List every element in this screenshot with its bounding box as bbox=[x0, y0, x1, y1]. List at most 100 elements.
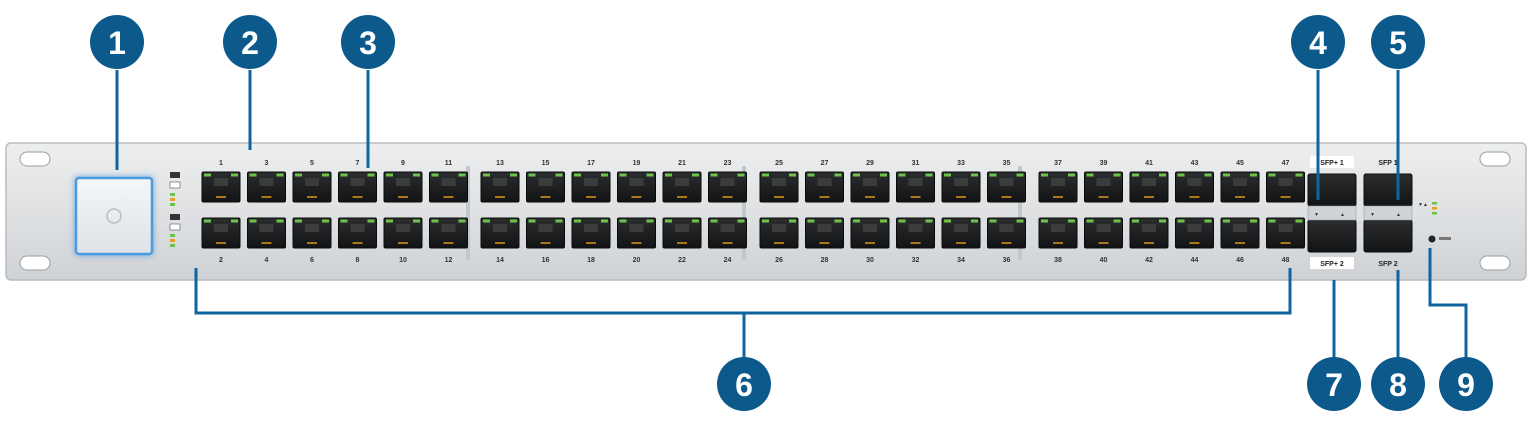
port-number-13: 13 bbox=[496, 160, 504, 167]
rj45-port-5 bbox=[292, 171, 332, 203]
rj45-port-40 bbox=[1084, 217, 1123, 249]
rj45-port-31 bbox=[896, 171, 935, 203]
sfp-1-label: SFP 1 bbox=[1378, 160, 1397, 167]
rj45-port-23 bbox=[708, 171, 747, 203]
port-number-6: 6 bbox=[310, 257, 314, 264]
port-number-30: 30 bbox=[866, 257, 874, 264]
rj45-port-13 bbox=[480, 171, 520, 203]
rj45-port-34 bbox=[941, 217, 981, 249]
rj45-port-19 bbox=[617, 171, 656, 203]
callout-9-number: 9 bbox=[1457, 367, 1475, 403]
rj45-port-20 bbox=[617, 217, 656, 249]
led-legend-right: ▼▲ bbox=[1418, 202, 1437, 215]
leader-9 bbox=[1428, 248, 1468, 360]
rj45-port-44 bbox=[1175, 217, 1214, 249]
callout-7-number: 7 bbox=[1325, 367, 1343, 403]
led-legend-left bbox=[169, 172, 181, 247]
callout-7: 7 bbox=[1307, 357, 1361, 411]
rj45-port-42 bbox=[1129, 217, 1169, 249]
port-number-1: 1 bbox=[219, 160, 223, 167]
rj45-port-45 bbox=[1220, 171, 1260, 203]
port-number-42: 42 bbox=[1145, 257, 1153, 264]
port-number-33: 33 bbox=[957, 160, 965, 167]
port-number-3: 3 bbox=[265, 160, 269, 167]
rj45-port-12 bbox=[429, 217, 468, 249]
rj45-port-2 bbox=[201, 217, 241, 249]
rj45-port-14 bbox=[480, 217, 520, 249]
rj45-port-1 bbox=[201, 171, 241, 203]
port-number-27: 27 bbox=[821, 160, 829, 167]
rj45-port-21 bbox=[662, 171, 702, 203]
port-number-38: 38 bbox=[1054, 257, 1062, 264]
rj45-port-38 bbox=[1038, 217, 1078, 249]
rj45-port-43 bbox=[1175, 171, 1214, 203]
port-number-46: 46 bbox=[1236, 257, 1244, 264]
port-number-45: 45 bbox=[1236, 160, 1244, 167]
switch-panel bbox=[5, 142, 1527, 281]
sfp-led-up-arrow-icon: ▲ bbox=[1340, 212, 1345, 218]
port-number-37: 37 bbox=[1054, 160, 1062, 167]
rj45-port-47 bbox=[1266, 171, 1305, 203]
port-number-12: 12 bbox=[445, 257, 453, 264]
port-number-21: 21 bbox=[678, 160, 686, 167]
rj45-port-17 bbox=[571, 171, 611, 203]
mount-hole-bottom-right bbox=[1479, 255, 1511, 271]
port-number-40: 40 bbox=[1100, 257, 1108, 264]
port-number-5: 5 bbox=[310, 160, 314, 167]
callout-8: 8 bbox=[1371, 357, 1425, 411]
callout-6-number: 6 bbox=[735, 367, 753, 403]
rj45-port-10 bbox=[383, 217, 423, 249]
ubiquiti-logo-icon bbox=[106, 208, 122, 224]
rj45-port-36 bbox=[987, 217, 1026, 249]
rj45-port-29 bbox=[850, 171, 890, 203]
port-number-20: 20 bbox=[633, 257, 641, 264]
rj45-port-22 bbox=[662, 217, 702, 249]
port-number-23: 23 bbox=[724, 160, 732, 167]
sfp-port-2 bbox=[1363, 219, 1413, 253]
logo-button bbox=[74, 176, 154, 256]
rj45-port-8 bbox=[338, 217, 377, 249]
callout-2-number: 2 bbox=[241, 25, 259, 61]
mount-hole-bottom-left bbox=[19, 255, 51, 271]
rj45-port-27 bbox=[805, 171, 844, 203]
rj45-port-11 bbox=[429, 171, 468, 203]
port-number-48: 48 bbox=[1282, 257, 1290, 264]
sfp-led-up-arrow-icon-2: ▲ bbox=[1396, 212, 1401, 218]
sfp-plus-1-label: SFP+ 1 bbox=[1320, 160, 1344, 167]
callout-1: 1 bbox=[90, 15, 144, 69]
rj45-port-46 bbox=[1220, 217, 1260, 249]
rj45-port-41 bbox=[1129, 171, 1169, 203]
rj45-port-39 bbox=[1084, 171, 1123, 203]
port-number-39: 39 bbox=[1100, 160, 1108, 167]
mount-hole-top-right bbox=[1479, 151, 1511, 167]
sfp-led-down-arrow-icon-2: ▼ bbox=[1370, 212, 1375, 218]
rj45-port-6 bbox=[292, 217, 332, 249]
sfp-plus-port-2 bbox=[1307, 219, 1357, 253]
port-number-19: 19 bbox=[633, 160, 641, 167]
rj45-port-7 bbox=[338, 171, 377, 203]
callout-8-number: 8 bbox=[1389, 367, 1407, 403]
port-number-22: 22 bbox=[678, 257, 686, 264]
mount-hole-top-left bbox=[19, 151, 51, 167]
port-number-29: 29 bbox=[866, 160, 874, 167]
callout-2: 2 bbox=[223, 15, 277, 69]
callout-6: 6 bbox=[717, 357, 771, 411]
rj45-port-4 bbox=[247, 217, 286, 249]
sfp-plus-2-label: SFP+ 2 bbox=[1320, 261, 1344, 268]
sfp-2-label: SFP 2 bbox=[1378, 261, 1397, 268]
port-number-2: 2 bbox=[219, 257, 223, 264]
rj45-port-37 bbox=[1038, 171, 1078, 203]
sfp-plus-port-1 bbox=[1307, 173, 1357, 207]
rj45-port-24 bbox=[708, 217, 747, 249]
sfp-led-down-arrow-icon: ▼ bbox=[1314, 212, 1319, 218]
rj45-port-30 bbox=[850, 217, 890, 249]
port-number-14: 14 bbox=[496, 257, 504, 264]
callout-3-number: 3 bbox=[359, 25, 377, 61]
callout-5-number: 5 bbox=[1389, 25, 1407, 61]
port-number-15: 15 bbox=[542, 160, 550, 167]
port-number-18: 18 bbox=[587, 257, 595, 264]
sfp-port-1 bbox=[1363, 173, 1413, 207]
port-number-28: 28 bbox=[821, 257, 829, 264]
port-number-4: 4 bbox=[265, 257, 269, 264]
